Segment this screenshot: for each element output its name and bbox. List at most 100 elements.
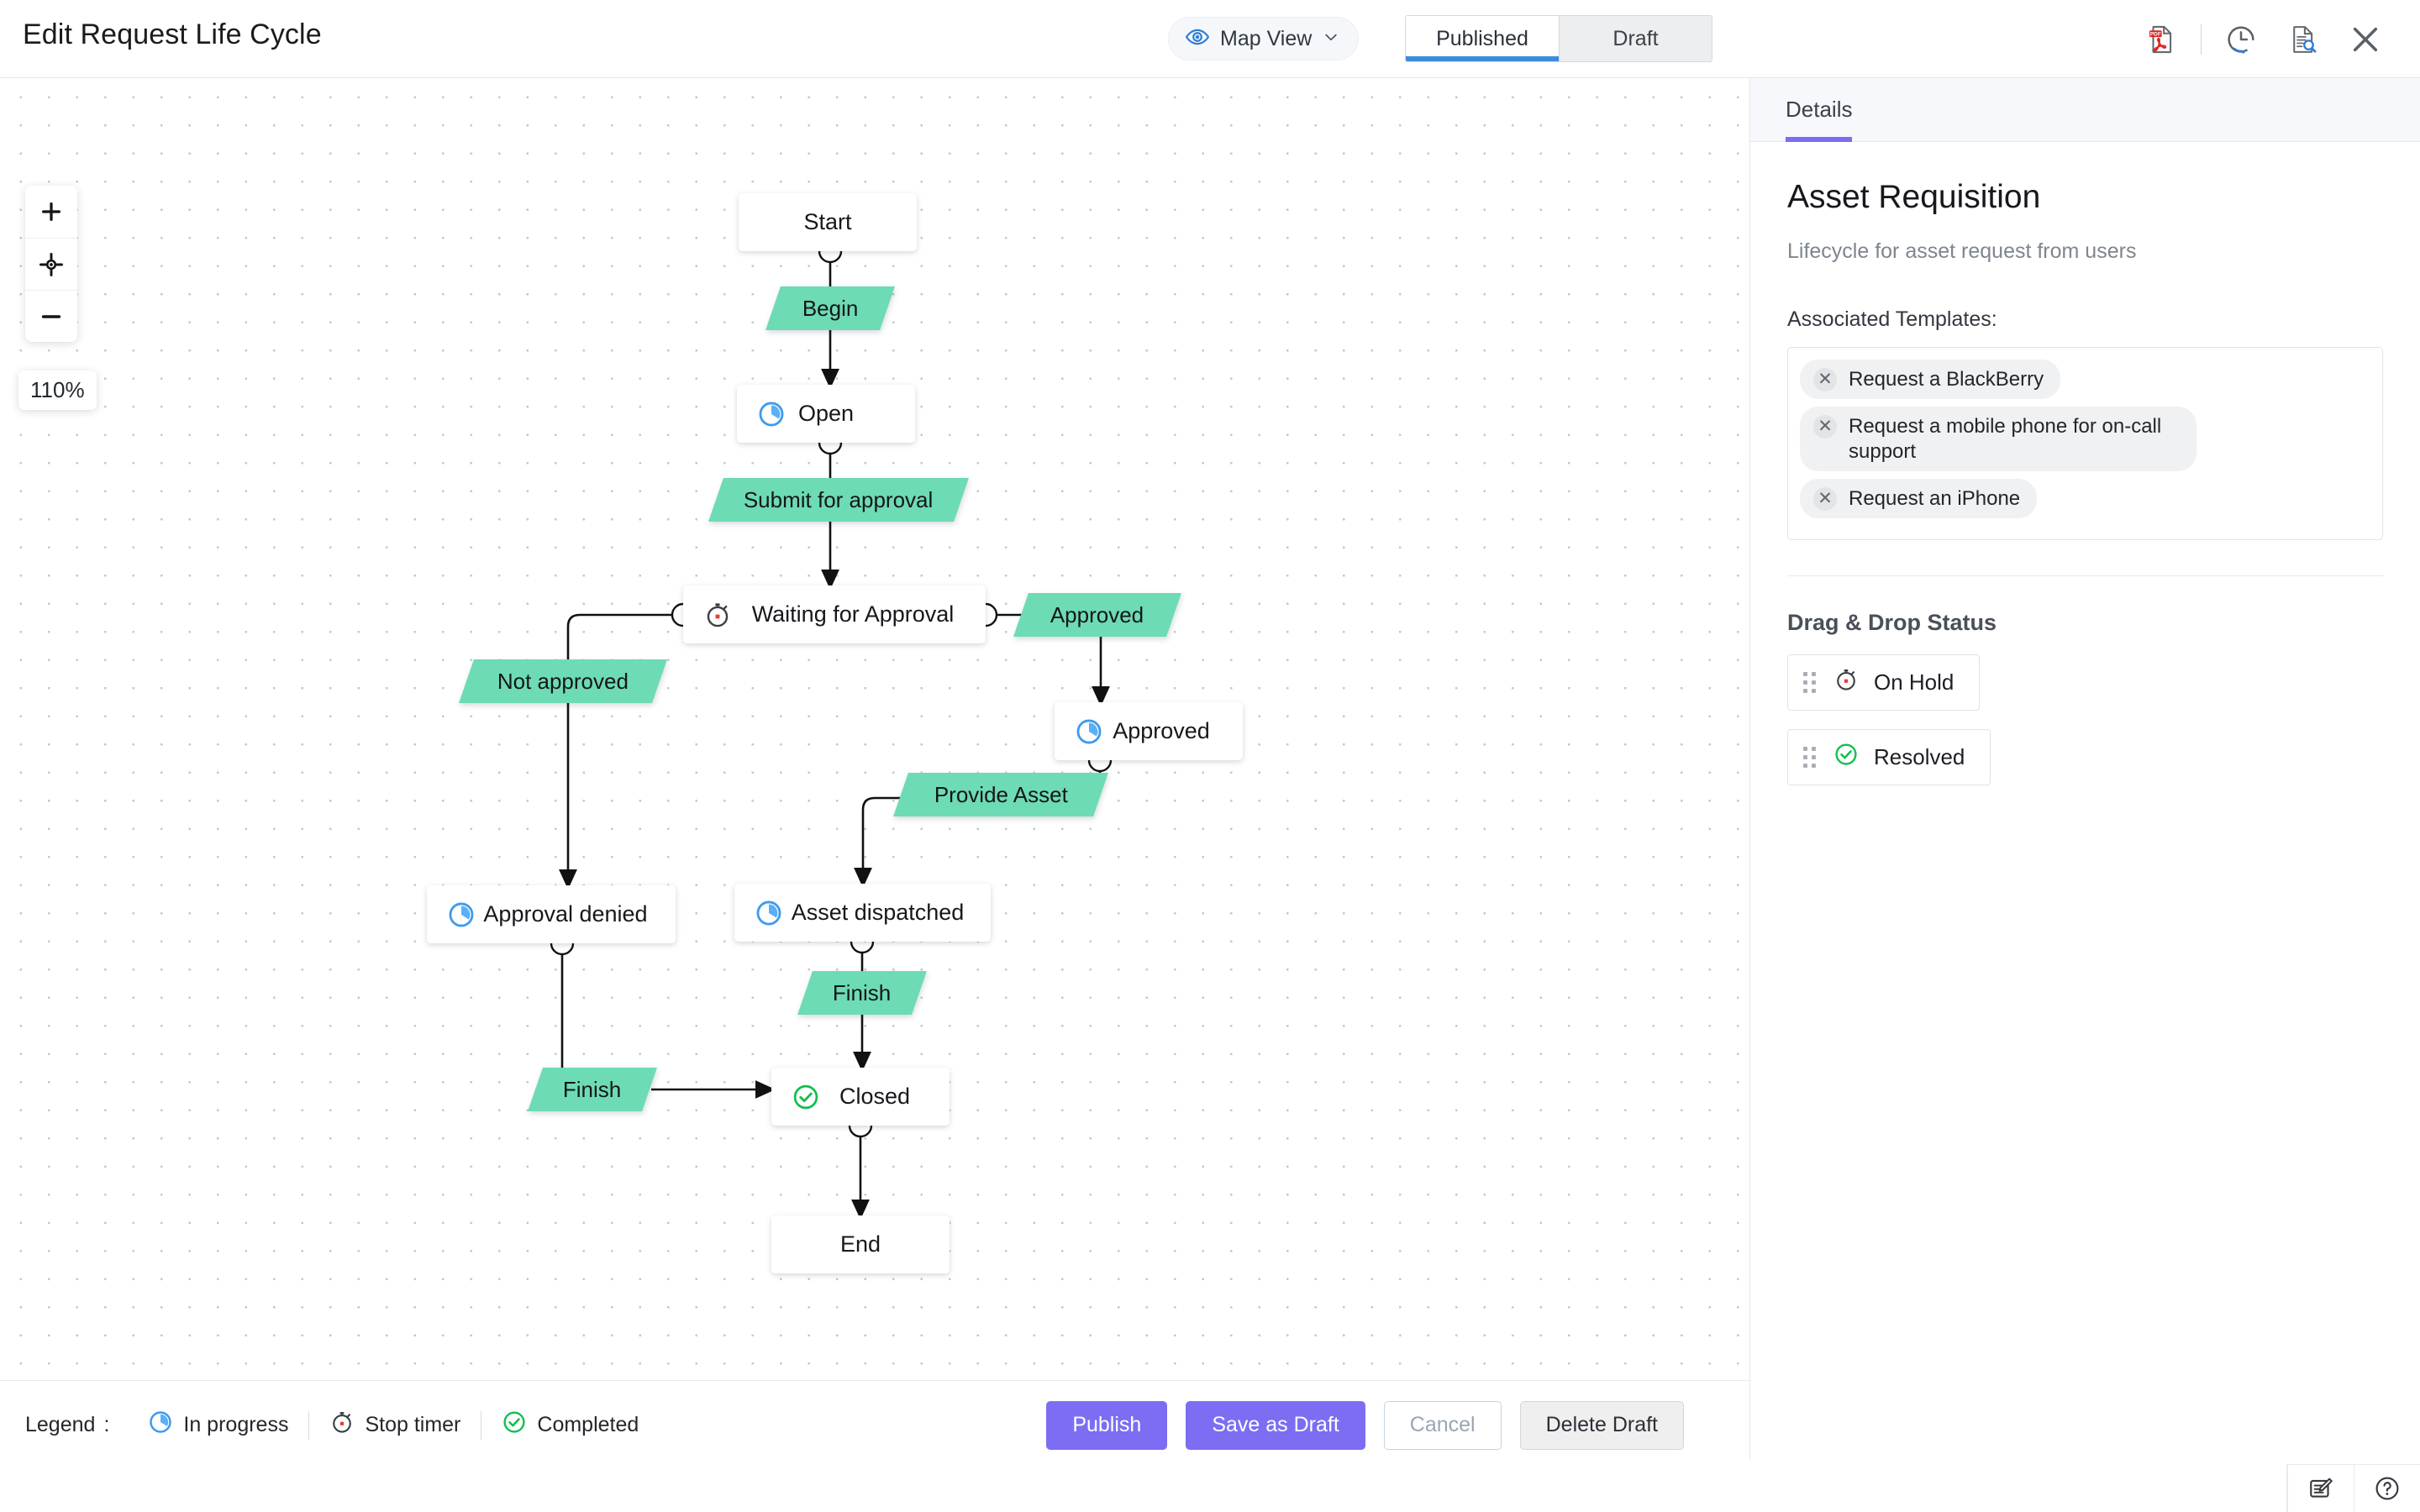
template-label: Request a BlackBerry: [1849, 368, 2044, 391]
document-search-icon[interactable]: [2272, 9, 2334, 70]
footer-actions: Publish Save as Draft Cancel Delete Draf…: [1046, 1381, 1684, 1469]
zoom-level-label: 110%: [18, 370, 97, 410]
in-progress-icon: [755, 899, 783, 927]
app-footer: Legend : In progress: [0, 1380, 1749, 1468]
node-label: Open: [797, 401, 855, 426]
node-label: Closed: [839, 1084, 911, 1109]
remove-icon[interactable]: ✕: [1813, 486, 1837, 511]
node-approval-denied[interactable]: Approval denied: [427, 885, 676, 943]
transition-label: Submit for approval: [744, 486, 934, 512]
legend-item-label: Completed: [537, 1413, 639, 1436]
template-chip[interactable]: ✕ Request a mobile phone for on-call sup…: [1800, 407, 2196, 471]
close-icon[interactable]: [2334, 9, 2396, 70]
corner-divider: [2287, 1465, 2288, 1512]
stop-timer-icon: [1833, 667, 1859, 698]
drag-drop-status-on-hold[interactable]: On Hold: [1787, 654, 1981, 711]
map-view-button[interactable]: Map View: [1168, 17, 1360, 60]
transition-label: Finish: [563, 1076, 622, 1102]
node-label: Approval denied: [483, 901, 648, 927]
in-progress-icon: [447, 900, 476, 929]
legend-label: Legend: [25, 1413, 96, 1436]
export-pdf-icon[interactable]: PDF: [2130, 9, 2192, 70]
map-view-label: Map View: [1220, 26, 1313, 50]
corner-actions: [2286, 1464, 2420, 1512]
node-start[interactable]: Start: [739, 193, 917, 251]
zoom-controls[interactable]: [25, 186, 77, 342]
legend-colon: :: [103, 1413, 110, 1436]
lifecycle-name: Asset Requisition: [1787, 179, 2041, 215]
stop-timer-icon: [703, 601, 732, 629]
history-clock-icon[interactable]: [2210, 9, 2272, 70]
remove-icon[interactable]: ✕: [1813, 415, 1837, 439]
legend: Legend : In progress: [25, 1381, 659, 1469]
legend-item-completed: Completed: [481, 1410, 659, 1441]
legend-item-stop-timer: Stop timer: [309, 1410, 481, 1441]
eye-icon: [1186, 25, 1209, 53]
transition-provide-asset[interactable]: Provide Asset: [893, 773, 1108, 816]
tab-details[interactable]: Details: [1786, 78, 1853, 142]
node-closed[interactable]: Closed: [771, 1068, 950, 1126]
remove-icon[interactable]: ✕: [1813, 368, 1837, 391]
node-end[interactable]: End: [771, 1215, 950, 1273]
cancel-button[interactable]: Cancel: [1383, 1400, 1502, 1450]
legend-item-label: In progress: [183, 1413, 289, 1436]
legend-item-label: Stop timer: [365, 1413, 461, 1436]
node-label: Approved: [1113, 718, 1210, 743]
drag-drop-status-resolved[interactable]: Resolved: [1787, 729, 1991, 786]
transition-label: Finish: [833, 979, 892, 1005]
node-waiting-for-approval[interactable]: Waiting for Approval: [683, 585, 986, 643]
status-label: On Hold: [1874, 669, 1954, 696]
transition-submit-for-approval[interactable]: Submit for approval: [708, 478, 969, 522]
status-label: Resolved: [1874, 744, 1965, 770]
tab-draft[interactable]: Draft: [1559, 16, 1712, 61]
transition-finish-denied[interactable]: Finish: [528, 1068, 657, 1111]
transition-finish-dispatched[interactable]: Finish: [797, 971, 927, 1015]
node-label: Waiting for Approval: [751, 601, 955, 627]
transition-label: Not approved: [497, 668, 629, 694]
in-progress-icon: [757, 400, 786, 428]
panel-tabbar: Details: [1750, 78, 2420, 142]
save-as-draft-button[interactable]: Save as Draft: [1186, 1400, 1365, 1450]
node-open[interactable]: Open: [737, 385, 915, 443]
drag-drop-status-title: Drag & Drop Status: [1787, 610, 1997, 636]
template-label: Request a mobile phone for on-call suppo…: [1849, 415, 2162, 463]
associated-templates-box: ✕ Request a BlackBerry ✕ Request a mobil…: [1787, 347, 2383, 541]
node-label: End: [839, 1231, 881, 1257]
svg-text:PDF: PDF: [2150, 31, 2161, 37]
drag-handle-icon[interactable]: [1803, 747, 1818, 769]
zoom-out-button[interactable]: [25, 290, 77, 342]
transition-begin[interactable]: Begin: [765, 286, 895, 330]
header-divider: [2201, 24, 2202, 55]
transition-approved[interactable]: Approved: [1013, 593, 1181, 637]
chevron-down-icon: [1323, 29, 1339, 50]
recenter-button[interactable]: [25, 238, 77, 290]
publish-button[interactable]: Publish: [1046, 1400, 1168, 1450]
node-asset-dispatched[interactable]: Asset dispatched: [734, 884, 991, 942]
completed-icon: [792, 1083, 820, 1111]
transition-label: Begin: [802, 295, 859, 321]
completed-icon: [1833, 742, 1859, 773]
in-progress-icon: [1075, 717, 1103, 746]
legend-item-in-progress: In progress: [128, 1410, 308, 1441]
transition-label: Provide Asset: [934, 781, 1068, 807]
delete-draft-button[interactable]: Delete Draft: [1519, 1400, 1684, 1450]
lifecycle-description: Lifecycle for asset request from users: [1787, 239, 2137, 263]
view-mode-tabs[interactable]: Published Draft: [1405, 15, 1712, 62]
transition-not-approved[interactable]: Not approved: [459, 659, 667, 703]
header-actions: PDF: [2130, 0, 2396, 78]
template-chip[interactable]: ✕ Request a BlackBerry: [1800, 360, 2061, 400]
transition-label: Approved: [1050, 601, 1144, 627]
details-panel: Details Asset Requisition Lifecycle for …: [1749, 78, 2420, 1460]
template-chip[interactable]: ✕ Request an iPhone: [1800, 478, 2038, 519]
help-icon[interactable]: [2354, 1465, 2420, 1512]
stop-timer-icon: [329, 1410, 355, 1441]
feedback-edit-icon[interactable]: [2288, 1465, 2354, 1512]
lifecycle-canvas[interactable]: 110% Start Open: [0, 78, 1749, 1380]
drag-handle-icon[interactable]: [1803, 672, 1818, 694]
tab-published[interactable]: Published: [1406, 16, 1559, 61]
node-approved[interactable]: Approved: [1055, 702, 1243, 760]
zoom-in-button[interactable]: [25, 186, 77, 238]
node-label: Start: [803, 209, 852, 234]
app-header: Edit Request Life Cycle Map View Publish…: [0, 0, 2420, 78]
panel-divider: [1787, 575, 2383, 577]
